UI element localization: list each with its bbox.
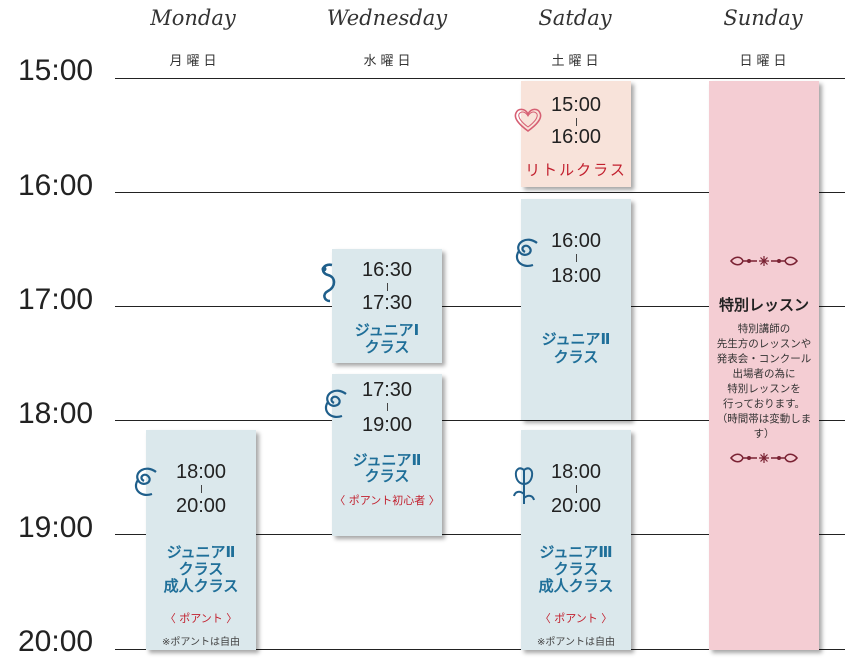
class-card-saturday-little[interactable]: 15:00 16:00 リトルクラス — [514, 81, 631, 187]
time-divider — [387, 283, 388, 291]
class-end-time: 17:30 — [361, 292, 413, 314]
tulip-icon — [513, 467, 535, 504]
swirl-icon — [134, 467, 157, 496]
class-start-time: 15:00 — [550, 94, 602, 116]
class-end-time: 16:00 — [550, 126, 602, 148]
class-start-time: 16:30 — [361, 259, 413, 281]
class-card-wednesday-junior2[interactable]: 17:30 19:00 ジュニアⅡ クラス 〈 ポアント初心者 〉 — [324, 374, 442, 536]
class-name-line-2: クラス — [553, 560, 599, 578]
day-header-wednesday-jp: 水曜日 — [363, 54, 415, 69]
class-end-time: 18:00 — [550, 265, 602, 287]
class-card-monday-junior2[interactable]: 18:00 20:00 ジュニアⅡ クラス 成人クラス 〈 ポアント 〉 ※ポア… — [134, 430, 256, 650]
hour-line-1600 — [115, 192, 845, 193]
pointe-label: 〈 ポアント初心者 〉 — [334, 494, 440, 507]
class-card-saturday-junior2[interactable]: 16:00 18:00 ジュニアⅡ クラス — [515, 199, 631, 420]
class-start-time: 17:30 — [361, 379, 413, 401]
class-start-time: 18:00 — [550, 461, 602, 483]
class-name-line-1: ジュニアⅢ — [539, 543, 613, 561]
time-divider — [576, 485, 577, 493]
hour-line-2000 — [115, 649, 845, 650]
special-lesson-title: 特別レッスン — [718, 296, 809, 314]
day-header-saturday-jp: 土曜日 — [551, 54, 603, 69]
hour-label-1800: 18:00 — [18, 397, 94, 430]
class-name-line-1: ジュニアⅡ — [166, 543, 236, 561]
class-name-line-2: クラス — [364, 467, 410, 485]
class-name-line-3: 成人クラス — [163, 577, 239, 595]
class-name-line-1: ジュニアⅠ — [354, 321, 420, 339]
hour-label-1700: 17:00 — [18, 283, 94, 316]
class-name-line-1: ジュニアⅡ — [541, 330, 611, 348]
time-divider — [201, 485, 202, 493]
hour-label-1900: 19:00 — [18, 511, 94, 544]
swirl-icon — [515, 238, 538, 267]
ornate-s-icon — [321, 263, 336, 303]
hour-line-1800 — [115, 420, 845, 421]
day-header-sunday-jp: 日曜日 — [739, 54, 791, 69]
class-card-saturday-junior3[interactable]: 18:00 20:00 ジュニアⅢ クラス 成人クラス 〈 ポアント 〉 ※ポア… — [513, 430, 631, 650]
hour-label-1600: 16:00 — [18, 169, 94, 202]
day-header-monday: Monday — [150, 6, 236, 30]
time-divider — [576, 118, 577, 126]
ornament-divider-icon — [729, 256, 799, 266]
heart-icon — [514, 108, 542, 132]
day-header-monday-jp: 月曜日 — [169, 54, 221, 69]
class-end-time: 19:00 — [361, 414, 413, 436]
pointe-label: 〈 ポアント 〉 — [164, 612, 238, 625]
day-header-sunday: Sunday — [723, 6, 803, 30]
hour-line-1900 — [115, 534, 845, 535]
class-name-line-3: 成人クラス — [538, 577, 614, 595]
special-lesson-card[interactable]: 特別レッスン 特別講師の 先生方のレッスンや 発表会・コンクール 出場者の為に … — [709, 81, 819, 650]
day-header-wednesday: Wednesday — [326, 6, 448, 30]
class-card-wednesday-junior1[interactable]: 16:30 17:30 ジュニアⅠ クラス — [321, 249, 442, 363]
hour-line-1700 — [115, 306, 845, 307]
day-header-saturday: Satday — [538, 6, 612, 30]
pointe-label: 〈 ポアント 〉 — [539, 612, 613, 625]
special-lesson-description: 特別講師の 先生方のレッスンや 発表会・コンクール 出場者の為に 特別レッスンを… — [716, 323, 812, 440]
hour-label-2000: 20:00 — [18, 625, 94, 658]
pointe-note: ※ポアントは自由 — [162, 637, 240, 648]
ornament-divider-icon — [729, 453, 799, 463]
class-name-line-2: クラス — [178, 560, 224, 578]
hour-line-1500 — [115, 78, 845, 79]
swirl-icon — [324, 389, 347, 418]
class-name-line-2: クラス — [364, 338, 410, 356]
class-end-time: 20:00 — [175, 495, 227, 517]
time-divider — [387, 403, 388, 411]
class-name-line-1: ジュニアⅡ — [352, 451, 422, 469]
hour-label-1500: 15:00 — [18, 54, 94, 87]
class-end-time: 20:00 — [550, 495, 602, 517]
class-start-time: 16:00 — [550, 230, 602, 252]
time-divider — [576, 254, 577, 262]
class-start-time: 18:00 — [175, 461, 227, 483]
class-name: リトルクラス — [525, 161, 627, 179]
pointe-note: ※ポアントは自由 — [537, 637, 615, 648]
class-name-line-2: クラス — [553, 348, 599, 366]
